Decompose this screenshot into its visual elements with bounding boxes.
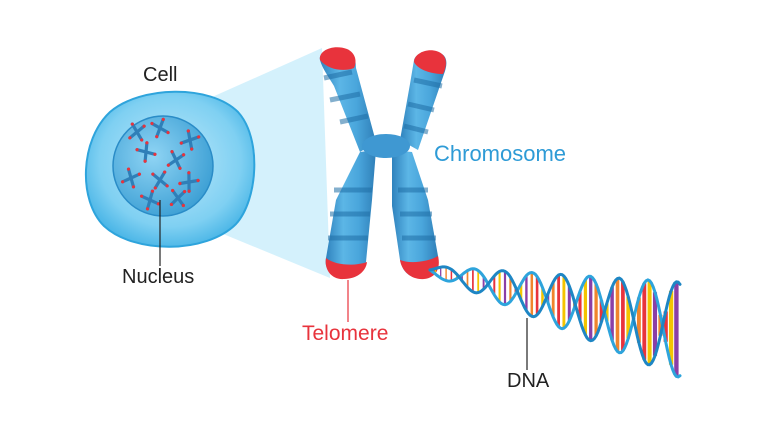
mini-chromosome-icon	[150, 117, 170, 139]
mini-chromosome-icon	[151, 170, 169, 190]
nucleus-label: Nucleus	[122, 266, 195, 288]
dna-helix-icon	[428, 265, 682, 379]
chromosome-icon	[319, 47, 447, 280]
mini-chromosome-icon	[135, 141, 157, 163]
cell-label: Cell	[143, 64, 178, 86]
dna-label: DNA	[507, 370, 550, 392]
telomere-caps	[319, 47, 446, 280]
mini-chromosome-icon	[178, 171, 200, 193]
chromosome-label: Chromosome	[434, 141, 567, 166]
mini-chromosome-icon	[166, 150, 186, 170]
mini-chromosome-icon	[128, 122, 146, 142]
mini-chromosome-icon	[169, 188, 187, 208]
mini-chromosome-icon	[121, 167, 141, 189]
mini-chromosome-icon	[179, 129, 201, 151]
telomere-label: Telomere	[302, 322, 389, 345]
nucleus-icon	[112, 115, 214, 217]
mini-chromosome-icon	[140, 189, 160, 211]
